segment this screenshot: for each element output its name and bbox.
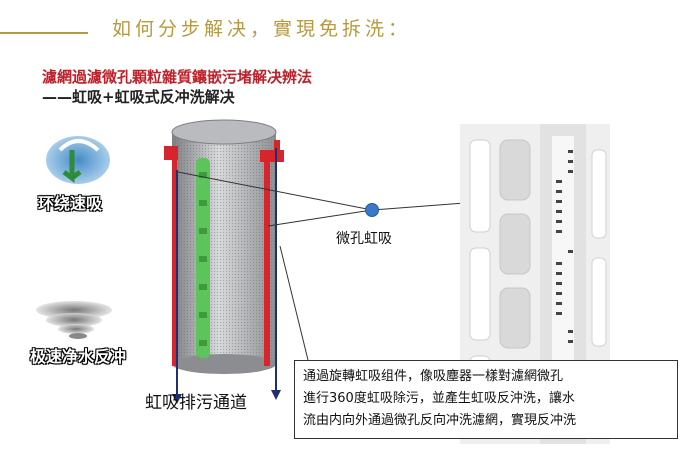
ring-suction-icon <box>46 136 110 184</box>
badge-ring-suction: 环绕速吸 <box>38 194 103 213</box>
page-title: 如何分步解决，實現免拆洗： <box>112 18 412 40</box>
description-line: 通過旋轉虹吸组件，像吸塵器一樣對濾網微孔 <box>303 369 564 384</box>
title-underline <box>0 32 88 34</box>
section-subheading: ——虹吸+虹吸式反冲洗解决 <box>42 88 235 106</box>
drain-arrows <box>172 148 281 404</box>
section-heading: 濾網過濾微孔顆粒雜質鑲嵌污堵解决辨法 <box>42 68 313 86</box>
siphon-channel-green <box>196 158 210 358</box>
badge-fast-backwash: 极速净水反冲 <box>30 347 127 366</box>
micro-siphon-label: 微孔虹吸 <box>336 231 392 247</box>
drain-channel-label: 虹吸排污通道 <box>145 393 247 413</box>
tornado-icon <box>36 301 112 339</box>
description-line: 進行360度虹吸除污，並產生虹吸反沖洗，讓水 <box>303 391 575 406</box>
filter-mesh-cylinder <box>171 119 277 374</box>
description-box: 通過旋轉虹吸组件，像吸塵器一樣對濾網微孔 進行360度虹吸除污，並產生虹吸反沖洗… <box>294 360 678 439</box>
siphon-point-marker <box>365 203 379 217</box>
description-line: 流由内向外通過微孔反向冲洗濾網，實現反冲洗 <box>303 413 577 428</box>
